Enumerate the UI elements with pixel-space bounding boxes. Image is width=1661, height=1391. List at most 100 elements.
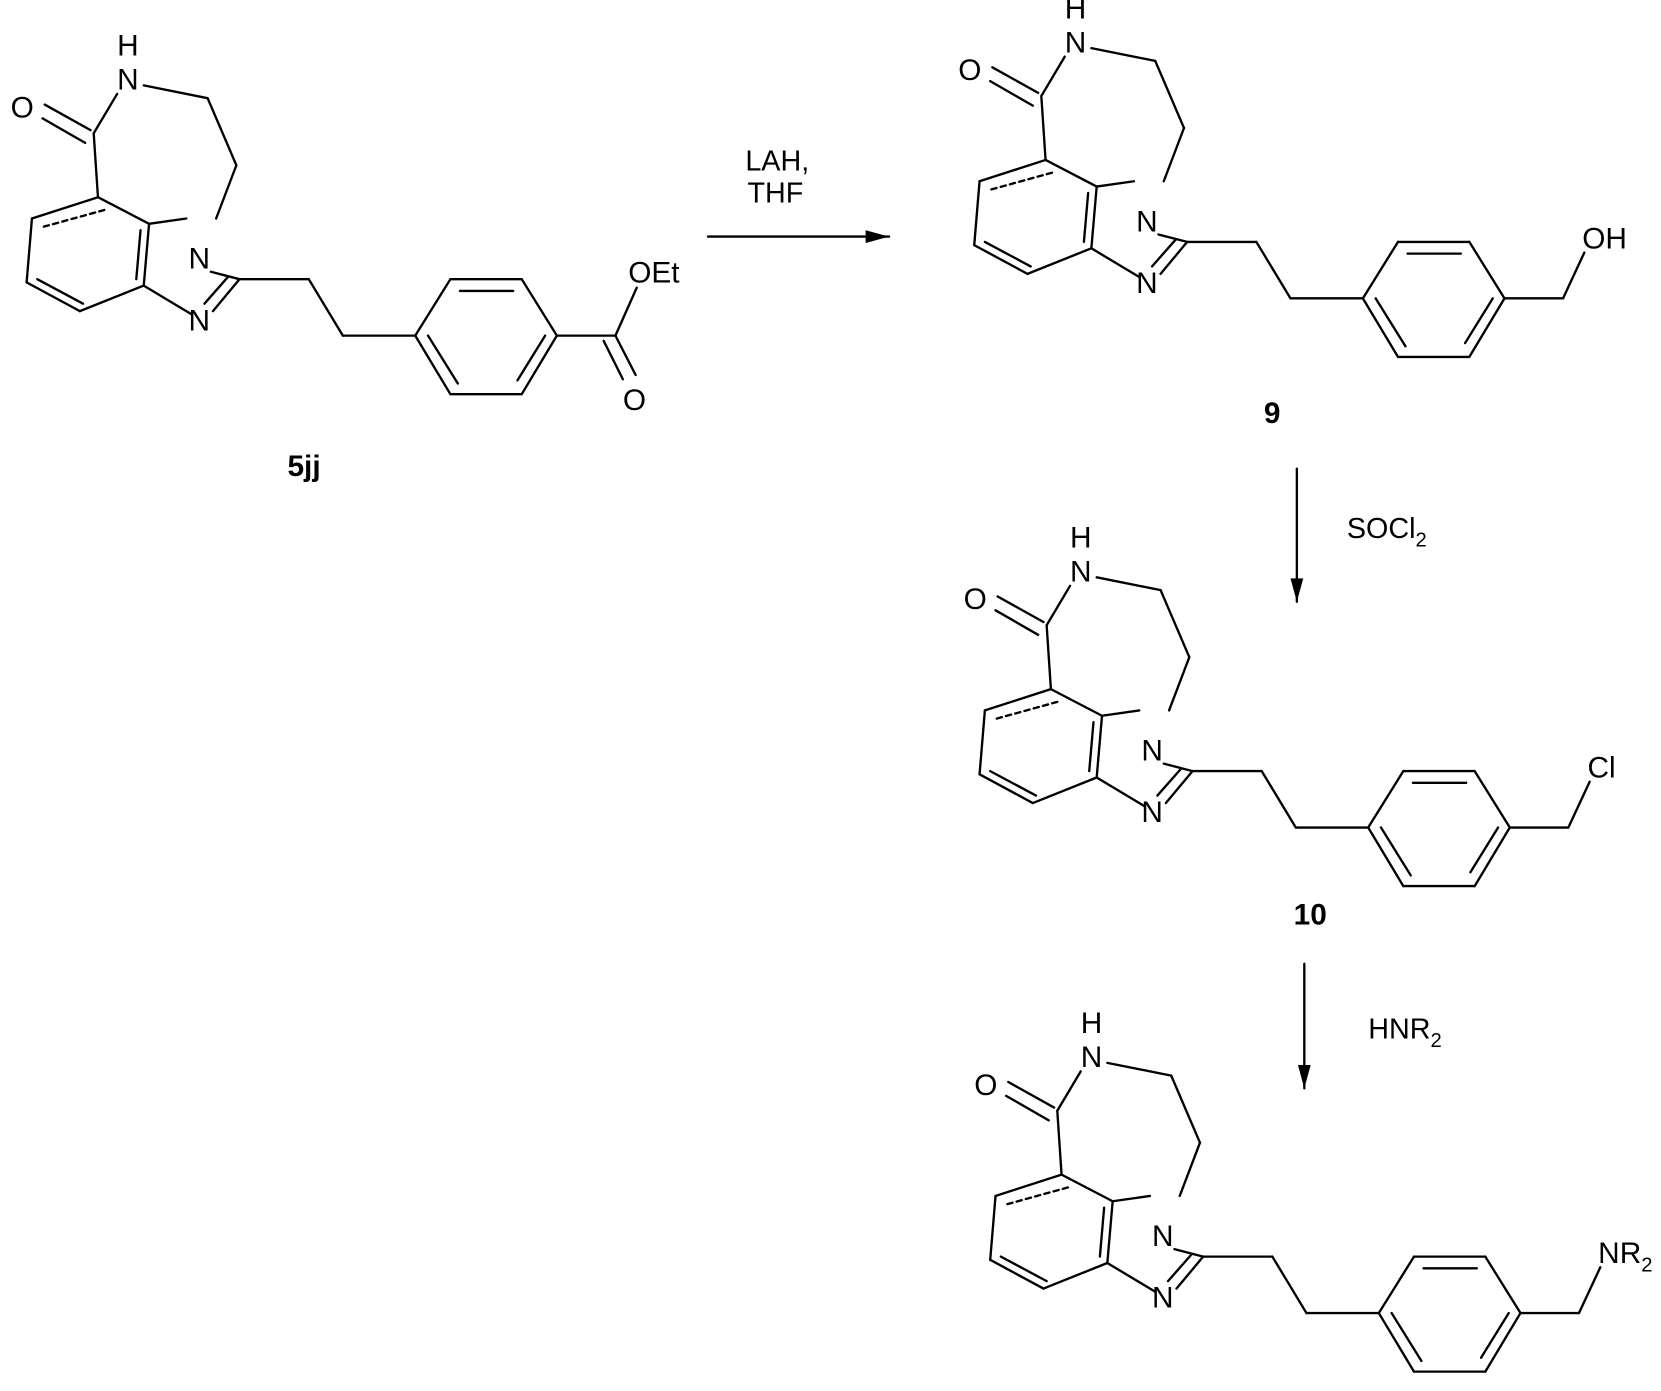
bond	[1178, 1141, 1202, 1198]
bond	[1095, 576, 1162, 592]
bond	[1561, 251, 1586, 300]
bond	[1468, 240, 1506, 300]
bond	[1007, 1080, 1056, 1109]
bond	[414, 278, 452, 337]
bond	[203, 275, 230, 305]
bond	[1088, 720, 1095, 773]
bond	[1166, 1253, 1193, 1283]
bond	[1473, 769, 1511, 829]
bond	[989, 769, 1038, 797]
atom-n-amide: N	[1070, 556, 1092, 589]
atom-o-carbonyl: O	[11, 91, 34, 124]
bond	[92, 132, 100, 199]
bond	[1106, 1200, 1114, 1265]
bond	[996, 595, 1045, 624]
bond	[78, 284, 145, 313]
bond	[1162, 762, 1194, 773]
atom-o-ester: O	[623, 384, 646, 417]
bond	[989, 171, 1054, 191]
bond	[973, 243, 1029, 276]
bond	[1095, 180, 1136, 188]
arrow-step2	[1290, 467, 1304, 603]
bond	[1005, 1186, 1070, 1206]
bond	[1377, 1311, 1416, 1373]
bond	[1377, 1255, 1416, 1315]
bond	[1082, 191, 1090, 244]
bond	[1154, 59, 1186, 130]
bond	[983, 240, 1032, 268]
bond	[147, 217, 188, 225]
substituent-oet: OEt	[628, 256, 680, 289]
arrowhead-icon	[865, 230, 890, 243]
bond	[520, 278, 559, 337]
bond	[602, 339, 625, 381]
atom-n-amide: N	[117, 64, 139, 97]
bond	[43, 103, 92, 132]
arrow-step3	[1297, 962, 1311, 1090]
atom-h: H	[1065, 0, 1087, 25]
atom-n-amide: N	[1065, 26, 1087, 59]
atom-n1: N	[1152, 1220, 1174, 1253]
atom-o-carbonyl: O	[974, 1069, 997, 1102]
bond	[1484, 1311, 1522, 1373]
bond	[978, 709, 987, 776]
bond	[516, 334, 547, 382]
bond	[989, 1194, 997, 1261]
atom-n1: N	[188, 243, 210, 276]
bond	[1468, 297, 1506, 359]
bond	[1260, 769, 1297, 829]
bond	[1098, 1206, 1106, 1258]
bond	[1156, 767, 1182, 797]
bond	[307, 278, 345, 337]
bond	[1100, 709, 1141, 717]
bond	[1049, 687, 1104, 717]
reaction-arrows	[706, 230, 1311, 1090]
bond	[1157, 233, 1189, 244]
atom-n1: N	[1136, 205, 1158, 238]
bond	[1044, 158, 1098, 188]
atom-n3: N	[1136, 267, 1158, 300]
bond	[36, 278, 85, 305]
bond	[1042, 1261, 1109, 1290]
substituent-cl: Cl	[1588, 751, 1616, 784]
atom-n3: N	[188, 304, 210, 337]
bond	[614, 286, 638, 337]
bond	[978, 158, 1047, 183]
step3-reagent: HNR2	[1368, 1013, 1442, 1052]
bond	[994, 700, 1059, 721]
bond	[1367, 826, 1405, 888]
bond	[991, 66, 1040, 95]
atom-o-carbonyl: O	[958, 54, 981, 87]
bond	[209, 270, 241, 281]
bond	[1106, 1061, 1173, 1077]
arrowhead-icon	[1290, 578, 1304, 602]
bond	[25, 217, 34, 284]
step1-reagent-lah: LAH,	[745, 146, 809, 178]
bond	[1159, 588, 1191, 659]
bond	[1167, 655, 1191, 712]
bond	[1255, 240, 1292, 300]
bond	[1056, 1070, 1082, 1112]
bond	[142, 222, 151, 287]
bond	[1361, 297, 1400, 359]
atom-h: H	[1081, 1007, 1103, 1040]
atom-n3: N	[1152, 1282, 1174, 1315]
compound-label-9: 9	[1264, 397, 1281, 430]
atom-o-carbonyl: O	[964, 583, 987, 616]
bond	[973, 180, 981, 247]
bond	[1095, 776, 1146, 808]
bond	[614, 334, 637, 377]
substituent-oh: OH	[1582, 222, 1627, 255]
bond	[1150, 238, 1177, 268]
bond	[135, 229, 142, 281]
bond	[214, 164, 238, 220]
bond	[978, 773, 1034, 805]
bond	[25, 281, 82, 313]
atom-n-amide: N	[1081, 1041, 1103, 1074]
atom-n3: N	[1141, 796, 1163, 829]
bond	[30, 196, 100, 220]
bond	[994, 1173, 1063, 1198]
